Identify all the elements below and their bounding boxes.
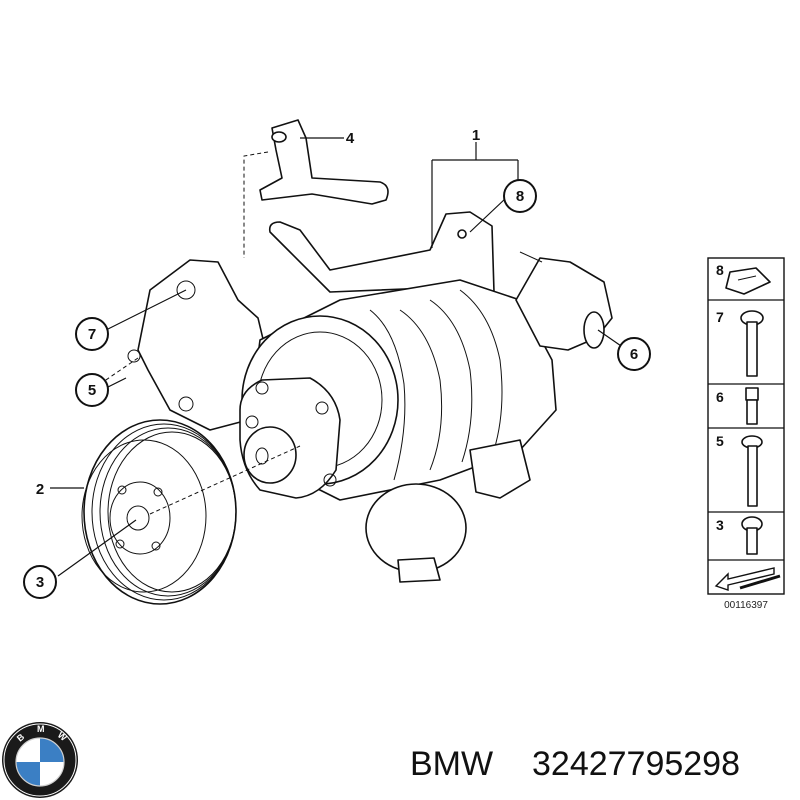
side-item-6: 6	[716, 387, 759, 425]
side-label: 8	[716, 262, 724, 278]
footer-part-number: 32427795298	[532, 745, 740, 783]
side-item-8: 8	[716, 262, 771, 295]
callout-label: 6	[630, 346, 638, 363]
footer-brand: BMW	[410, 745, 493, 783]
callout-2: 2	[36, 481, 44, 498]
callout-label: 1	[472, 127, 480, 144]
callout-5: 5	[75, 373, 109, 407]
callout-6: 6	[617, 337, 651, 371]
side-item-5: 5	[716, 433, 763, 507]
leader-lines	[50, 137, 625, 577]
callout-3: 3	[23, 565, 57, 599]
side-label: 3	[716, 517, 724, 533]
callout-4: 4	[346, 130, 355, 147]
callout-label: 3	[36, 574, 44, 591]
callout-1: 1	[472, 127, 480, 144]
side-label: 7	[716, 309, 724, 325]
drawing-number: 00116397	[724, 600, 768, 611]
svg-text:B: B	[15, 731, 27, 743]
side-label: 5	[716, 433, 724, 449]
dash-link-4	[243, 151, 269, 258]
callout-label: 4	[346, 130, 355, 147]
bracket-upper	[259, 119, 389, 205]
side-item-7: 7	[716, 309, 764, 377]
callout-label: 7	[88, 326, 96, 343]
side-item-3: 3	[716, 516, 763, 555]
callout-7: 7	[75, 317, 109, 351]
dash-link-5	[99, 357, 139, 385]
arrow-icon	[714, 567, 781, 591]
pulley	[81, 419, 237, 605]
bmw-logo: B M W	[2, 722, 78, 798]
callout-8: 8	[503, 179, 537, 213]
callout-label: 2	[36, 481, 44, 498]
callout-label: 5	[88, 382, 96, 399]
side-label: 6	[716, 389, 724, 405]
pump-housing	[127, 251, 613, 583]
hardware-panel: 8 7 6 5 3	[707, 257, 785, 611]
svg-text:M: M	[37, 724, 45, 734]
callout-label: 8	[516, 188, 524, 205]
